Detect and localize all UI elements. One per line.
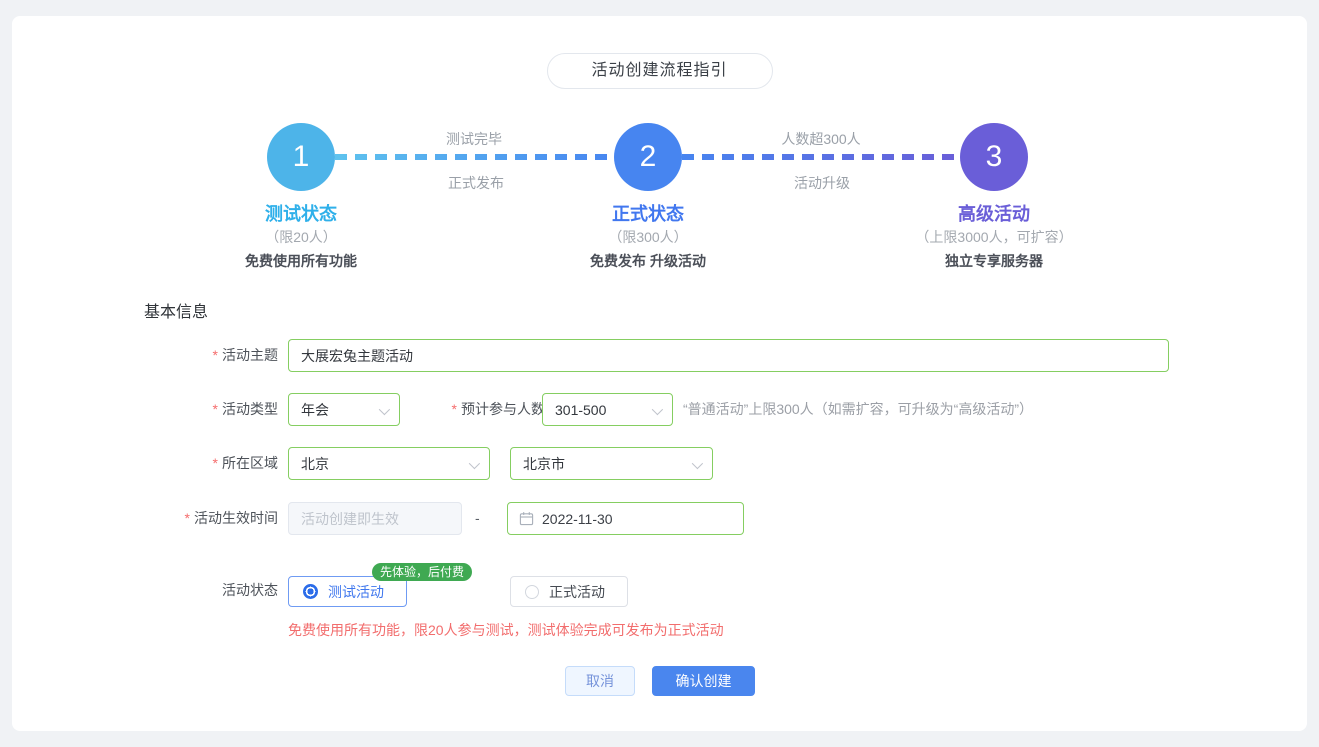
required-mark: * bbox=[451, 401, 457, 417]
required-mark: * bbox=[212, 347, 218, 363]
activity-type-select[interactable]: 年会 bbox=[288, 393, 400, 426]
step-2-circle: 2 bbox=[614, 123, 682, 191]
required-mark: * bbox=[212, 455, 218, 471]
step-1-description: 免费使用所有功能 bbox=[245, 253, 357, 269]
activity-status-label: 活动状态 bbox=[12, 575, 278, 606]
attendees-label-text: 预计参与人数 bbox=[461, 401, 545, 417]
region-label-text: 所在区域 bbox=[222, 455, 278, 471]
step-1-title: 测试状态 bbox=[265, 204, 337, 224]
connector-2-top-label: 人数超300人 bbox=[781, 131, 861, 147]
status-note: 免费使用所有功能，限20人参与测试，测试体验完成可发布为正式活动 bbox=[288, 622, 724, 638]
connector-2-bottom-label: 活动升级 bbox=[794, 175, 850, 191]
activity-theme-input[interactable] bbox=[288, 339, 1169, 372]
step-2-title: 正式状态 bbox=[612, 204, 684, 224]
effective-time-label-text: 活动生效时间 bbox=[194, 510, 278, 526]
region-label: *所在区域 bbox=[12, 447, 278, 480]
radio-selected-icon bbox=[303, 584, 318, 599]
radio-official-activity[interactable]: 正式活动 bbox=[510, 576, 628, 607]
step-3-subtitle: （上限3000人，可扩容） bbox=[915, 229, 1073, 245]
step-3-title: 高级活动 bbox=[958, 204, 1030, 224]
required-mark: * bbox=[184, 510, 190, 526]
radio-unselected-icon bbox=[525, 584, 539, 599]
attendees-select[interactable]: 301-500 bbox=[542, 393, 673, 426]
province-select[interactable]: 北京 bbox=[288, 447, 490, 480]
radio-test-activity[interactable]: 测试活动 bbox=[288, 576, 407, 607]
step-2-subtitle: （限300人） bbox=[608, 229, 688, 245]
guide-pill: 活动创建流程指引 bbox=[546, 53, 773, 89]
calendar-icon bbox=[519, 512, 534, 526]
city-select[interactable]: 北京市 bbox=[510, 447, 713, 480]
attendees-hint: “普通活动”上限300人（如需扩容，可升级为“高级活动”） bbox=[683, 401, 1034, 417]
activity-status-label-text: 活动状态 bbox=[222, 582, 278, 598]
connector-1-top-label: 测试完毕 bbox=[446, 131, 502, 147]
connector-1-bottom-label: 正式发布 bbox=[448, 175, 504, 191]
start-time-input[interactable] bbox=[288, 502, 462, 535]
end-date-input[interactable]: 2022-11-30 bbox=[507, 502, 744, 535]
activity-type-label: *活动类型 bbox=[12, 393, 278, 426]
city-value: 北京市 bbox=[523, 455, 565, 472]
radio-official-activity-label: 正式活动 bbox=[549, 583, 605, 600]
effective-time-label: *活动生效时间 bbox=[12, 502, 278, 535]
activity-type-label-text: 活动类型 bbox=[222, 401, 278, 417]
confirm-create-button[interactable]: 确认创建 bbox=[652, 666, 755, 696]
main-card: 活动创建流程指引 1 2 3 测试完毕 正式发布 人数超300人 活动升级 测试… bbox=[12, 16, 1307, 731]
attendees-value: 301-500 bbox=[555, 401, 607, 418]
step-3-description: 独立专享服务器 bbox=[945, 253, 1043, 269]
chevron-down-icon bbox=[468, 457, 481, 470]
date-range-separator: - bbox=[475, 510, 480, 526]
activity-theme-label-text: 活动主题 bbox=[222, 347, 278, 363]
activity-theme-label: *活动主题 bbox=[12, 339, 278, 372]
end-date-value: 2022-11-30 bbox=[542, 510, 613, 527]
required-mark: * bbox=[212, 401, 218, 417]
trial-badge: 先体验，后付费 bbox=[372, 563, 473, 581]
activity-type-value: 年会 bbox=[301, 401, 329, 418]
cancel-button[interactable]: 取消 bbox=[565, 666, 635, 696]
chevron-down-icon bbox=[691, 457, 704, 470]
connector-line-2 bbox=[682, 154, 960, 160]
step-2-description: 免费发布 升级活动 bbox=[590, 253, 706, 269]
step-3-circle: 3 bbox=[960, 123, 1028, 191]
section-title-basic-info: 基本信息 bbox=[144, 304, 209, 321]
radio-test-activity-label: 测试活动 bbox=[328, 583, 384, 600]
connector-line-1 bbox=[335, 154, 614, 160]
attendees-label: *预计参与人数 bbox=[383, 393, 545, 426]
province-value: 北京 bbox=[301, 455, 329, 472]
step-1-subtitle: （限20人） bbox=[265, 229, 337, 245]
chevron-down-icon bbox=[651, 403, 664, 416]
step-1-circle: 1 bbox=[267, 123, 335, 191]
